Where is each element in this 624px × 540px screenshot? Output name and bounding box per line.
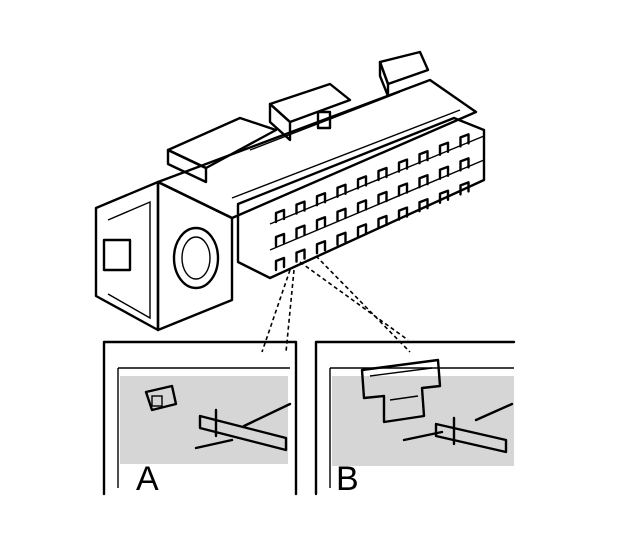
terminal-cavity [315, 215, 327, 231]
terminal-cavity [438, 165, 450, 181]
detail-panel-a: A [102, 340, 298, 498]
terminal-cavity [418, 149, 429, 165]
terminal-cavity [274, 232, 286, 248]
terminal-cavity [336, 207, 347, 223]
label-b: B [336, 460, 359, 498]
terminal-cavity [315, 239, 327, 255]
terminal-cavity [336, 231, 347, 247]
terminal-cavity [397, 158, 409, 173]
terminal-cavity [315, 191, 327, 207]
terminal-cavity [274, 208, 286, 224]
terminal-cavity [295, 224, 306, 239]
terminal-cavities [274, 133, 470, 272]
terminal-cavity [377, 190, 388, 206]
leader-lines [261, 255, 411, 353]
terminal-cavity [459, 133, 470, 148]
terminal-cavity [459, 181, 470, 196]
terminal-cavity [295, 200, 306, 215]
terminal-cavity [336, 183, 347, 199]
connector-body [94, 50, 486, 332]
terminal-cavity [377, 166, 388, 182]
terminal-cavity [397, 206, 409, 221]
terminal-cavity [397, 182, 409, 197]
terminal-cavity [438, 141, 450, 157]
terminal-cavity [274, 256, 286, 272]
terminal-cavity [377, 214, 388, 230]
terminal-cavity [356, 175, 368, 190]
terminal-cavity [295, 248, 306, 263]
label-a: A [136, 460, 159, 498]
terminal-cavity [438, 189, 450, 205]
terminal-cavity [418, 197, 429, 213]
terminal-cavity [418, 173, 429, 189]
terminal-cavity [459, 157, 470, 172]
detail-panel-b: B [314, 340, 516, 498]
terminal-cavity [356, 199, 368, 214]
terminal-cavity [356, 223, 368, 238]
